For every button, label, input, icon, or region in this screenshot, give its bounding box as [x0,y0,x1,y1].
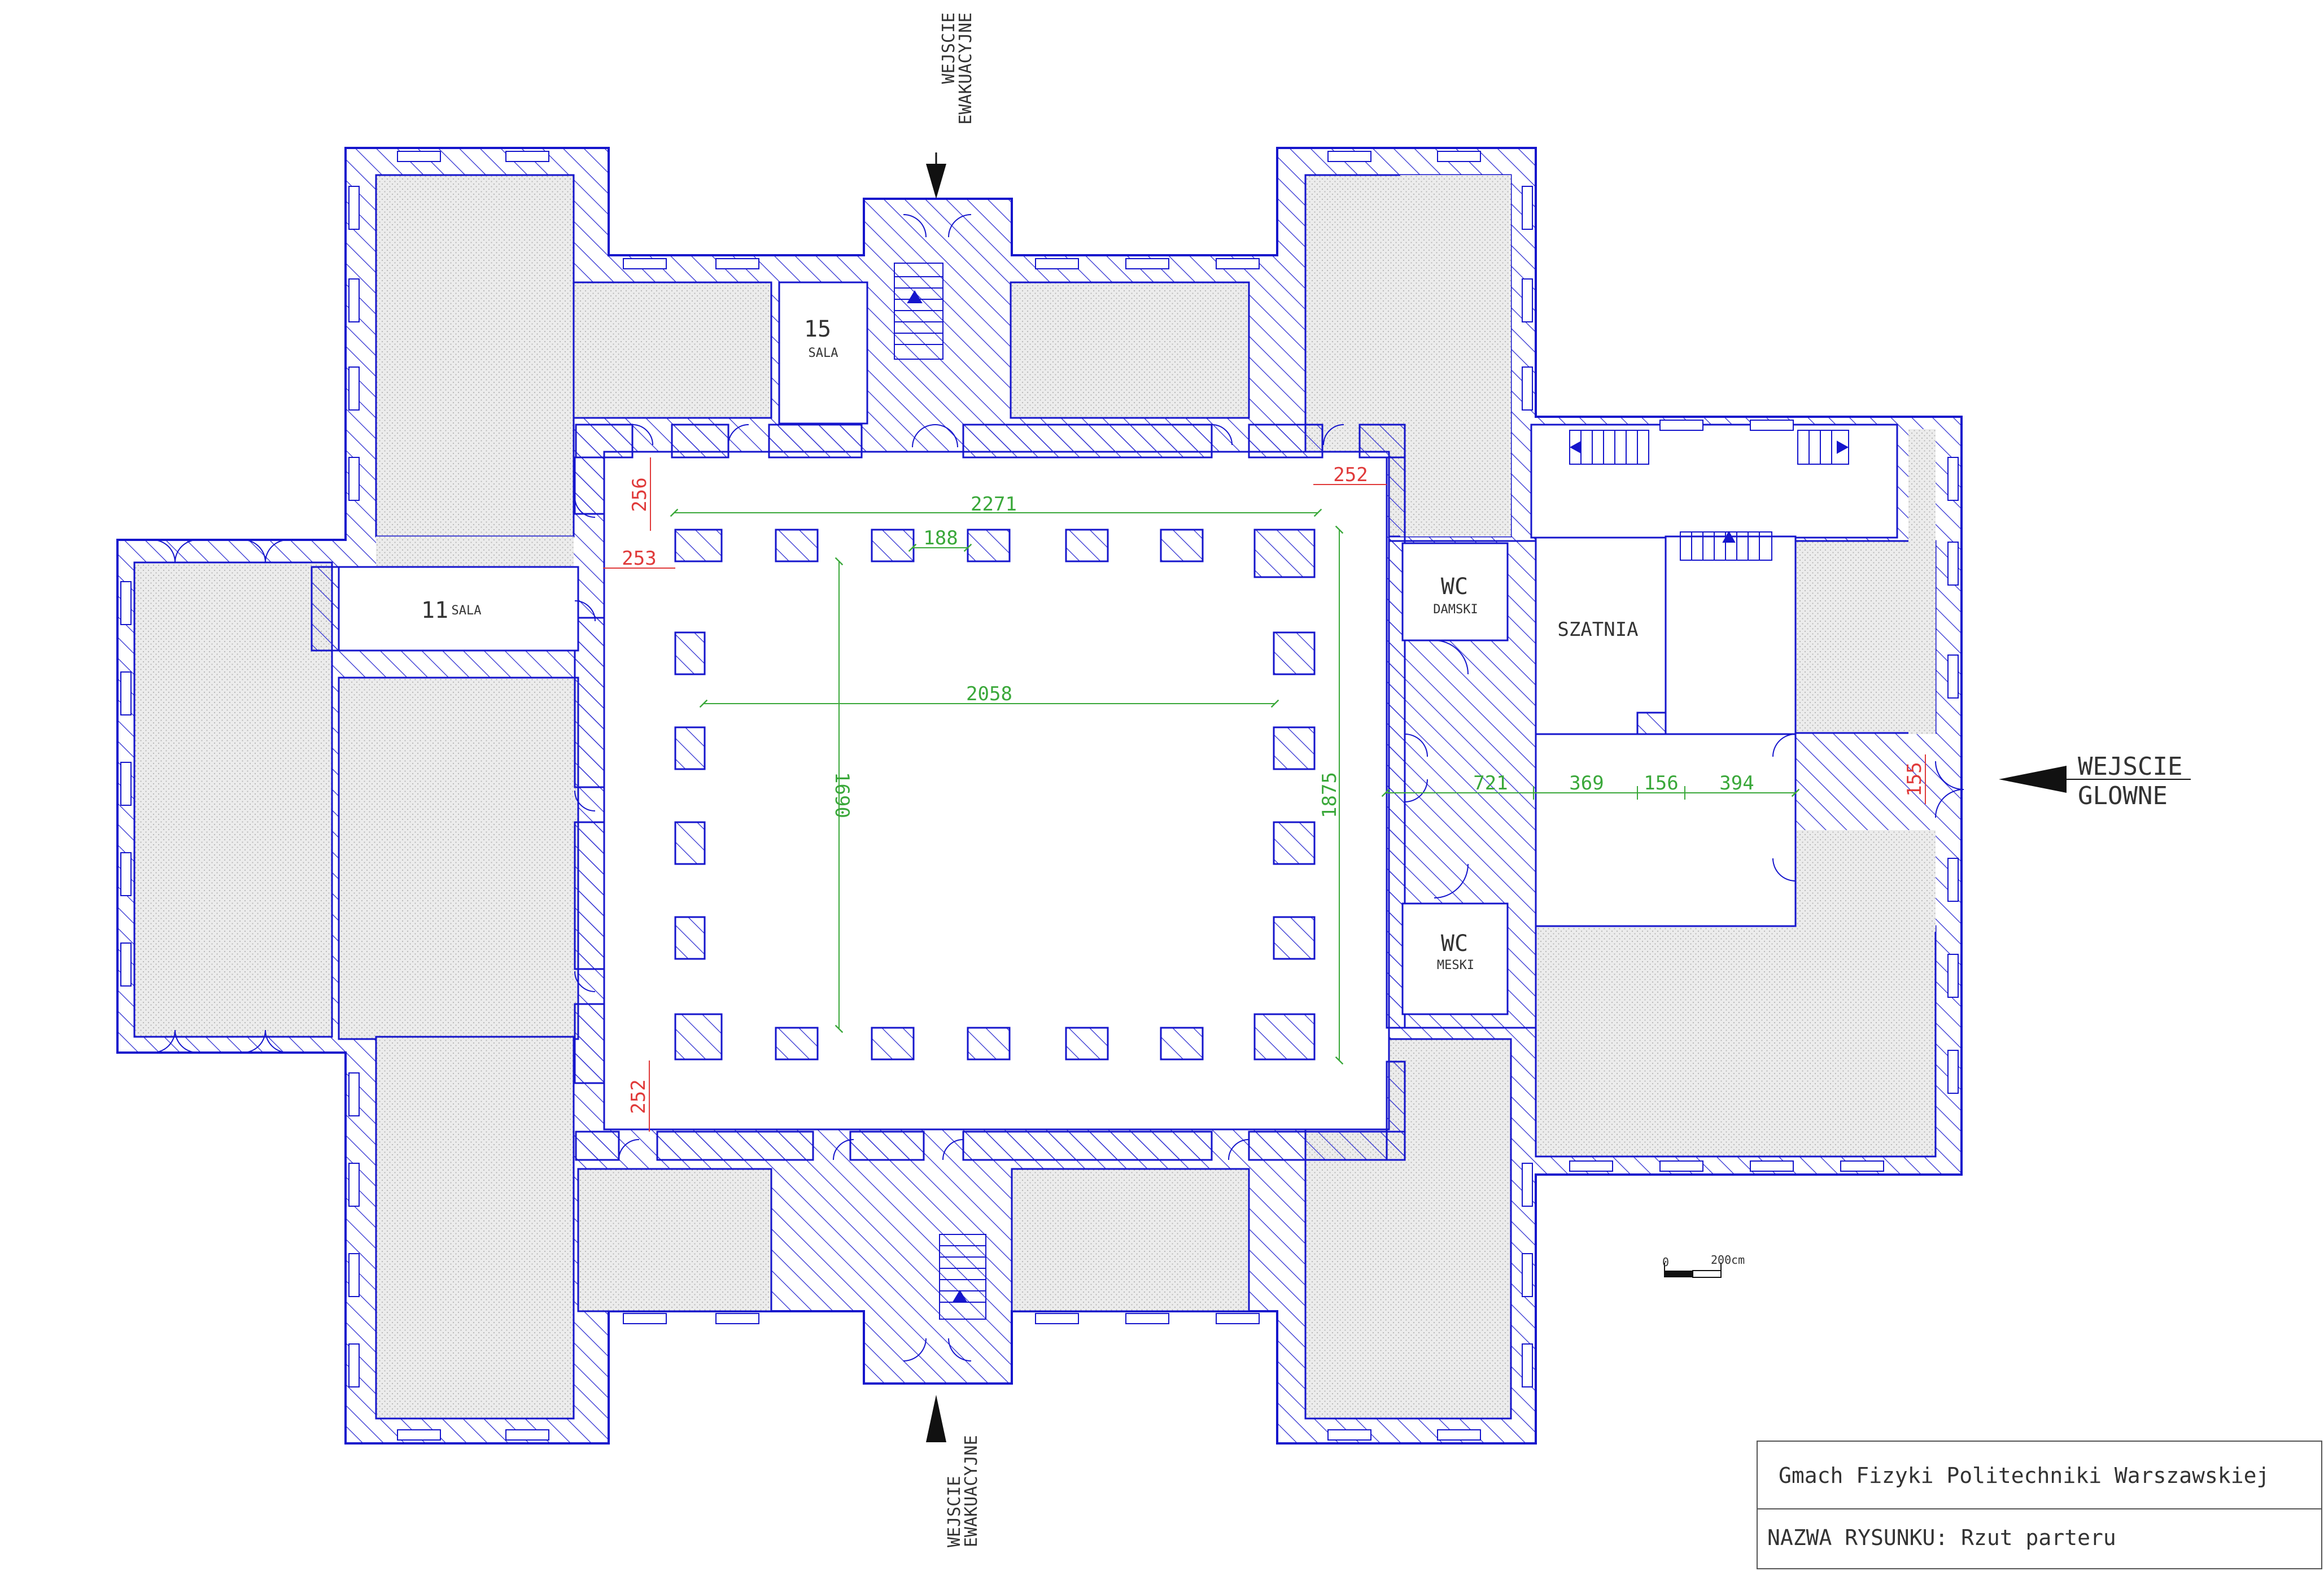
room-wc-meski [1401,902,1509,1015]
column-row-bottom [674,1013,1316,1061]
court-wall-n6 [1358,424,1406,459]
evac-bottom-line1: WEJSCIE [945,1476,964,1547]
dim-155: 155 [1903,762,1926,796]
south-corridor-floor-e [1011,1168,1250,1312]
dim-1875: 1875 [1318,772,1341,818]
column-col-left [674,631,706,960]
court-wall-s2 [656,1131,814,1161]
scale-length: 200cm [1711,1253,1745,1267]
column-col-right [1273,631,1316,960]
court-wall-n4 [962,424,1213,459]
east-lower-right-floor [1796,830,1936,932]
evac-top-arrow-icon [926,164,946,199]
title-drawing-name: NAZWA RYSUNKU: Rzut parteru [1767,1525,2116,1550]
szatnia-label: SZATNIA [1557,618,1638,641]
dim-252-top: 252 [1333,464,1368,486]
floor-areas [133,174,1937,1420]
dimension-labels: 2271 188 2058 1690 1875 721 369 156 394 [831,493,1754,818]
room-szatnia [1535,535,1667,735]
evac-bottom-line2: EWAKUACYJNE [962,1435,981,1547]
sala-11-window-wall [311,566,340,652]
sw-wing-floor [375,1036,575,1420]
court-wall-w2 [574,617,605,788]
wc-meski-sub: MESKI [1437,958,1474,972]
dim-256: 256 [628,477,651,512]
windows [120,151,1959,1441]
east-hall [1535,733,1797,927]
room-sala-15 [778,281,868,425]
main-entrance-line2: GLOWNE [2078,782,2168,810]
dimension-lines-red [603,457,1926,1132]
evac-top-line2: EWAKUACYJNE [956,12,976,125]
ne-corner-floor [1406,429,1503,536]
scale-zero: 0 [1662,1255,1669,1269]
dimension-labels-red: 256 252 253 252 155 [622,464,1926,1114]
dim-2058: 2058 [966,683,1012,705]
main-entrance-line1: WEJSCIE [2078,752,2182,781]
sala-15-label: SALA [809,346,838,360]
room-sala-11 [338,566,579,652]
court-wall-n3 [768,424,863,459]
court-wall-s1 [575,1131,620,1161]
stair-north [894,263,943,360]
west-corridor-floor [338,677,579,1040]
court-wall-w1 [574,456,605,515]
main-entrance-arrow-icon [1999,766,2067,793]
dim-253: 253 [622,547,656,570]
court-wall-w3 [574,821,605,970]
title-building: Gmach Fizyki Politechniki Warszawskiej [1779,1463,2269,1488]
east-corridor-top [1530,424,1898,539]
hall-vestibule [1665,535,1797,735]
east-right-floor [1908,429,1936,734]
rooms [311,281,1898,1029]
dim-394: 394 [1719,772,1754,795]
title-block: Gmach Fizyki Politechniki Warszawskiej N… [1757,1441,2322,1569]
court-wall-s4 [962,1131,1213,1161]
sala-15-number: 15 [804,316,831,342]
court-wall-s3 [849,1131,925,1161]
stair-east-2 [1797,430,1849,465]
columns [674,529,1316,1061]
dimension-lines-green [670,508,1800,1065]
entrance-markers: WEJSCIE EWAKUACYJNE WEJSCIE EWAKUACYJNE … [926,12,2191,1547]
dim-2271: 2271 [971,493,1017,516]
wc-damski-title: WC [1441,574,1468,600]
dim-156: 156 [1644,772,1678,795]
evac-bottom-arrow-icon [926,1395,946,1442]
court-wall-n5 [1248,424,1323,459]
court-wall-n1 [575,424,634,459]
stair-east-1 [1569,430,1649,465]
dim-188: 188 [923,527,958,549]
south-corridor-floor-w [577,1168,772,1312]
room-labels: 15 SALA 11 SALA WC DAMSKI WC MESKI SZATN… [421,316,1639,972]
sala-11-label: SALA [452,604,482,618]
court-wall-w4 [574,1003,605,1084]
evac-top-line1: WEJSCIE [939,12,959,84]
court-wall-n2 [671,424,729,459]
doors [152,214,1964,1361]
north-corridor-floor-w [573,281,772,419]
stair-south [939,1234,986,1320]
stairs [894,263,1849,1320]
nw-wing-floor [375,174,575,538]
wc-meski-title: WC [1441,931,1468,957]
stair-east-3 [1680,530,1772,561]
column-row-top [674,529,1316,578]
west-wing-floor [133,561,333,1038]
sala-11-number: 11 [421,597,448,623]
court-wall-e2 [1386,1061,1406,1161]
north-corridor-floor-e [1010,281,1250,419]
room-wc-damski [1401,542,1509,642]
dim-721: 721 [1473,772,1508,795]
wc-damski-sub: DAMSKI [1433,603,1478,617]
dim-252-bottom: 252 [627,1079,650,1114]
dim-1690: 1690 [831,772,853,818]
dim-369: 369 [1569,772,1604,795]
court-wall-s5 [1248,1131,1406,1161]
east-se-floor [1535,925,1937,1158]
west-corridor-upper-floor [376,536,574,570]
scale-bar: 0 200cm [1662,1253,1745,1278]
